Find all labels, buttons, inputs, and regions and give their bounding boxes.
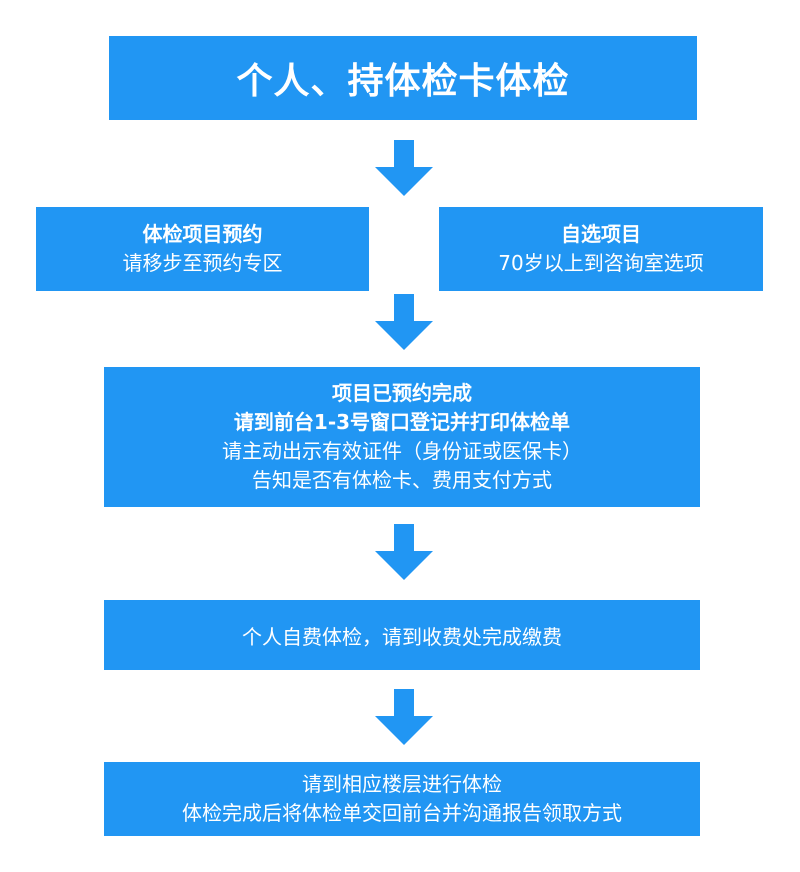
down-arrow-icon: [375, 140, 433, 196]
registration-line-2: 请到前台1-3号窗口登记并打印体检单: [233, 410, 571, 434]
appointment-heading: 体检项目预约: [142, 222, 263, 246]
registration-line-4: 告知是否有体检卡、费用支付方式: [252, 468, 552, 492]
appointment-box: 体检项目预约 请移步至预约专区: [36, 207, 369, 291]
page-title: 个人、持体检卡体检: [236, 61, 570, 102]
down-arrow-icon: [375, 689, 433, 745]
examination-line-2: 体检完成后将体检单交回前台并沟通报告领取方式: [182, 801, 622, 825]
examination-box: 请到相应楼层进行体检 体检完成后将体检单交回前台并沟通报告领取方式: [104, 762, 700, 836]
optional-items-text: 70岁以上到咨询室选项: [498, 251, 704, 275]
appointment-text: 请移步至预约专区: [122, 251, 283, 275]
registration-line-3: 请主动出示有效证件（身份证或医保卡）: [222, 439, 582, 463]
optional-items-box: 自选项目 70岁以上到咨询室选项: [439, 207, 763, 291]
payment-box: 个人自费体检，请到收费处完成缴费: [104, 600, 700, 670]
registration-box: 项目已预约完成 请到前台1-3号窗口登记并打印体检单 请主动出示有效证件（身份证…: [104, 367, 700, 507]
optional-items-heading: 自选项目: [561, 222, 641, 246]
down-arrow-icon: [375, 524, 433, 580]
title-box: 个人、持体检卡体检: [109, 36, 697, 120]
payment-text: 个人自费体检，请到收费处完成缴费: [242, 624, 562, 649]
examination-line-1: 请到相应楼层进行体检: [302, 772, 502, 796]
registration-line-1: 项目已预约完成: [332, 381, 472, 405]
down-arrow-icon: [375, 294, 433, 350]
